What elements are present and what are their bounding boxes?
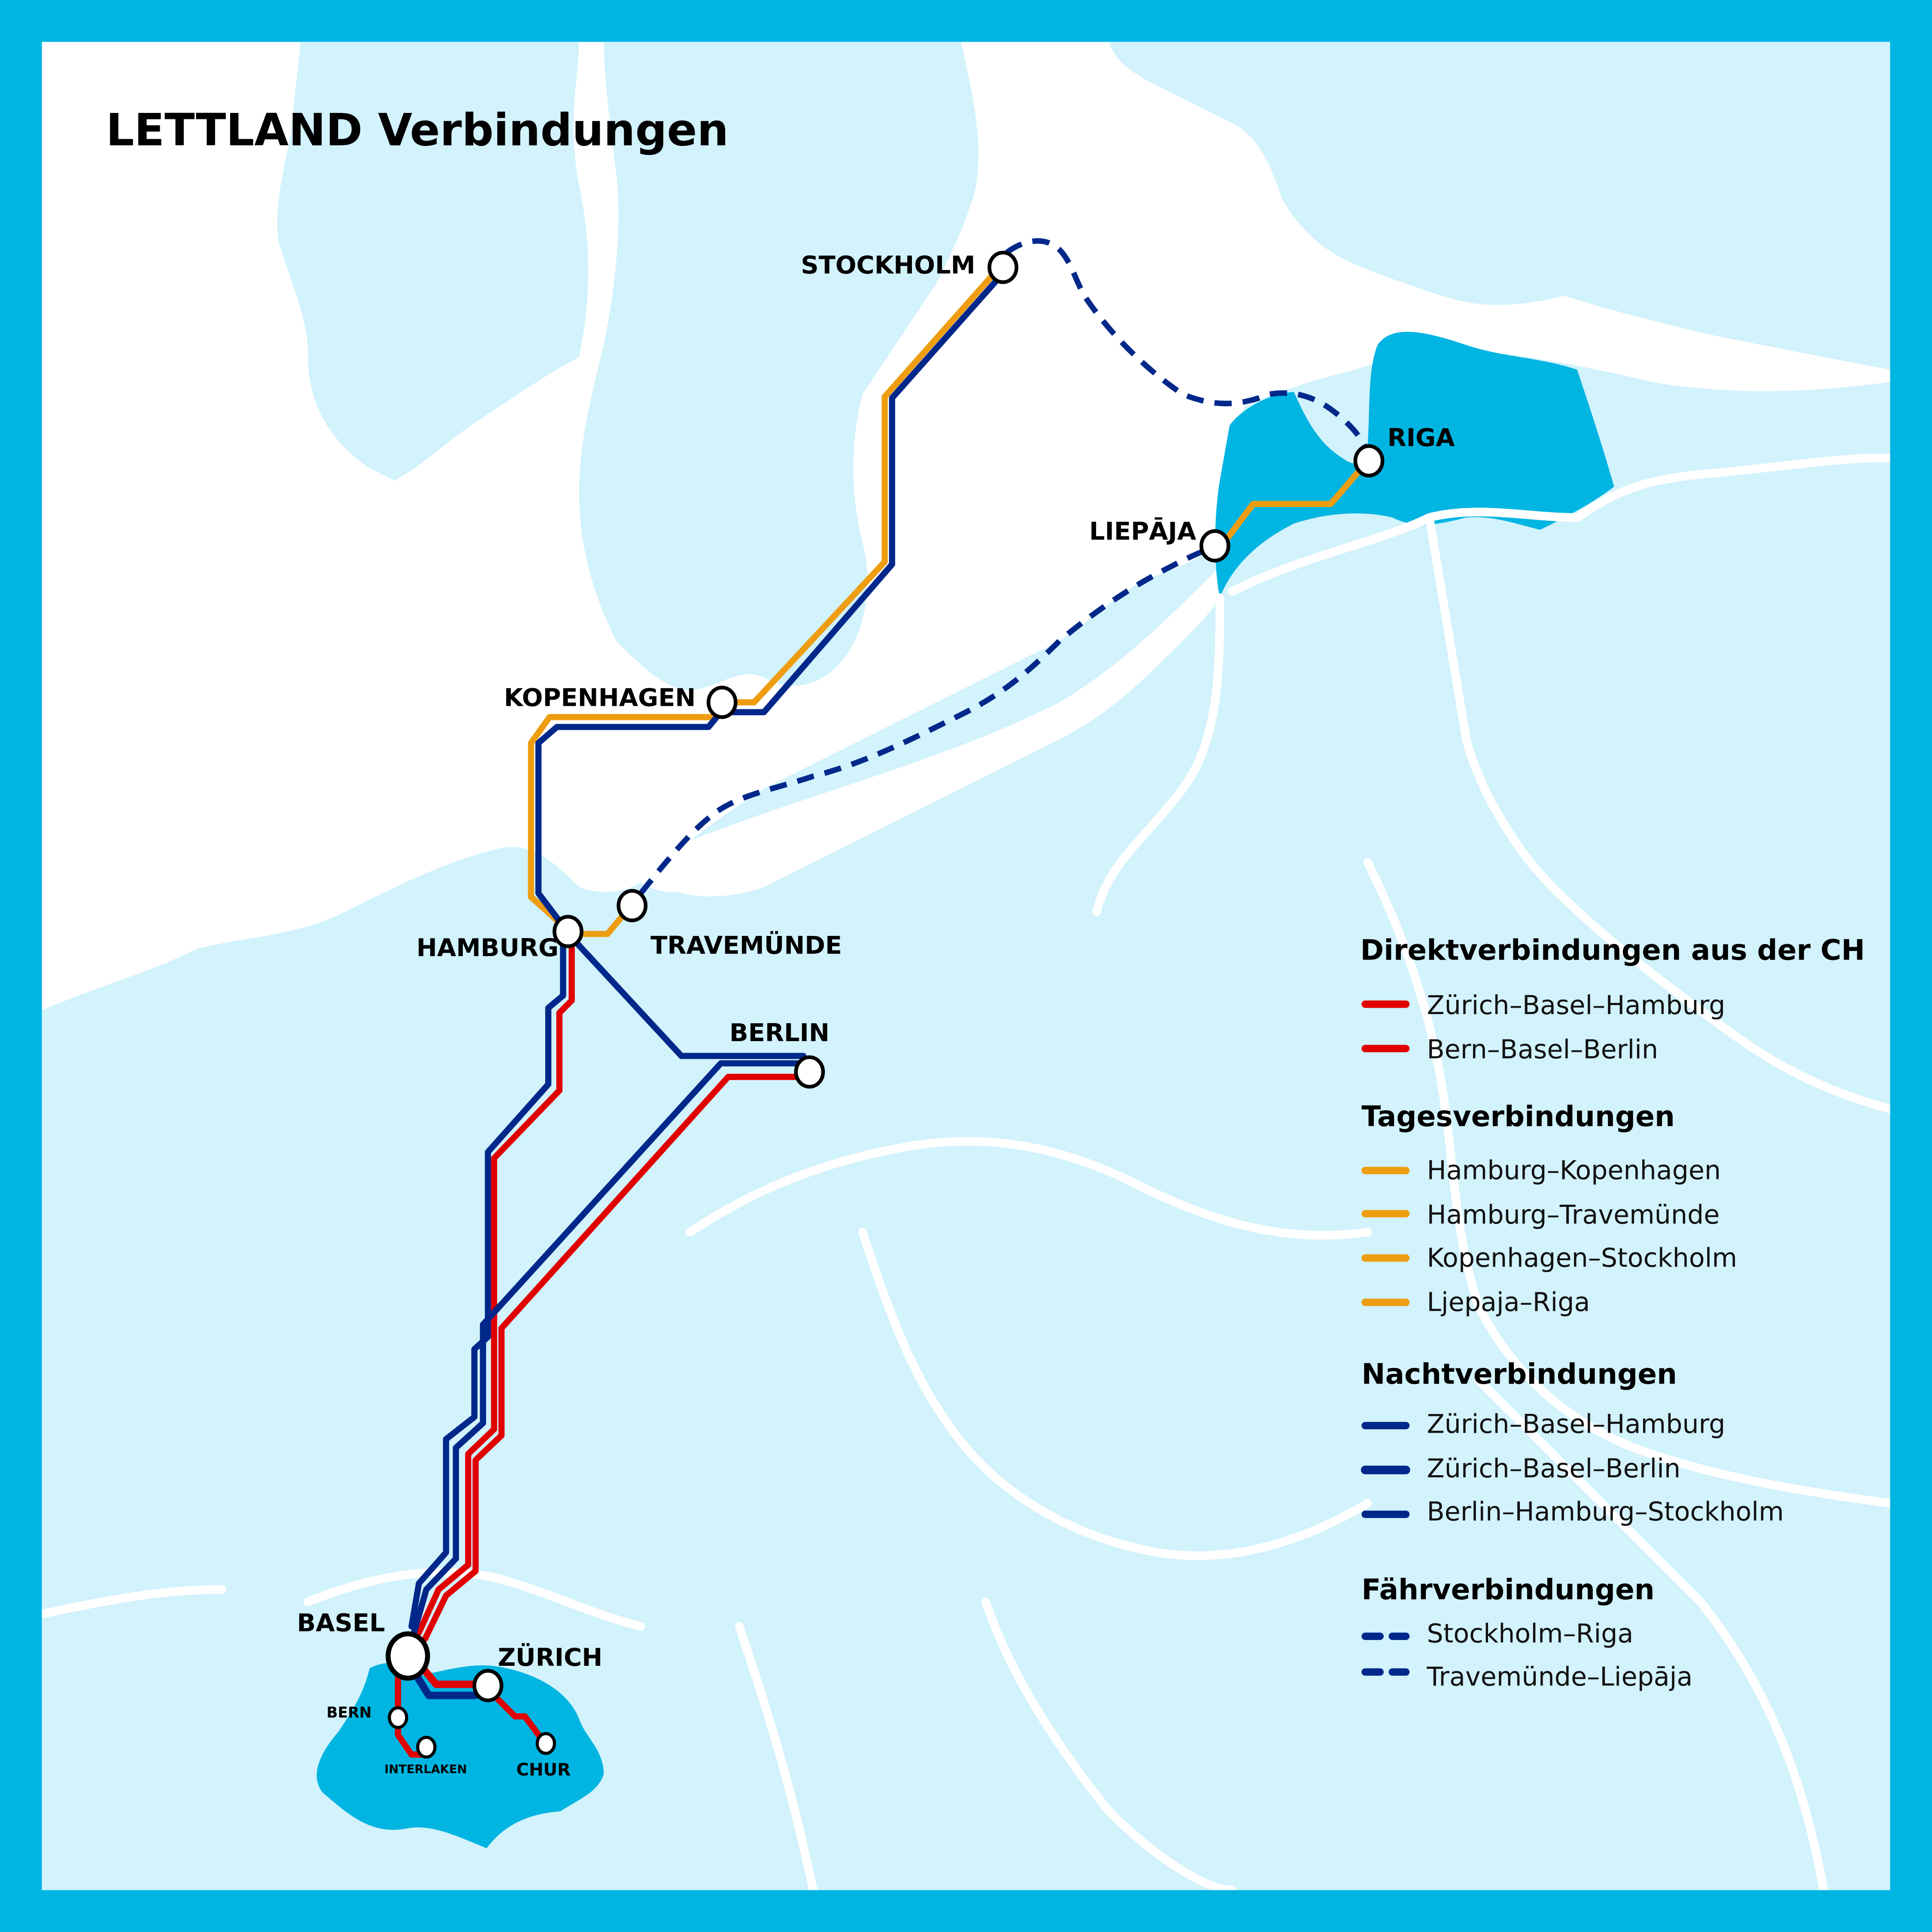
label-basel: BASEL <box>297 1609 385 1637</box>
page-title: LETTLAND Verbindungen <box>106 105 729 156</box>
legend-item: Travemünde–Liepāja <box>1426 1662 1692 1692</box>
legend-item: Zürich–Basel–Berlin <box>1427 1454 1680 1484</box>
land-finland <box>1109 42 1890 370</box>
route-hamburg-travemuende-day <box>571 908 629 937</box>
label-zuerich: ZÜRICH <box>498 1643 602 1672</box>
label-bern: BERN <box>327 1704 372 1722</box>
land-scandinavia-west <box>277 42 589 481</box>
ferry-travemuende-liepaja <box>638 544 1214 895</box>
sea-baltic-south <box>641 567 1223 896</box>
label-kopenhagen: KOPENHAGEN <box>504 683 696 712</box>
legend-heading-ferry: Fährverbindungen <box>1361 1573 1655 1606</box>
label-interlaken: INTERLAKEN <box>384 1763 467 1776</box>
legend-heading-night: Nachtverbindungen <box>1361 1358 1677 1391</box>
legend-item: Hamburg–Kopenhagen <box>1427 1155 1721 1185</box>
legend-item: Zürich–Basel–Hamburg <box>1427 990 1725 1021</box>
ferry-stockholm-riga <box>1005 238 1372 462</box>
station-bern[interactable] <box>388 1706 408 1729</box>
label-stockholm: STOCKHOLM <box>801 251 975 279</box>
route-basel-zuerich-night <box>409 1666 480 1699</box>
station-chur[interactable] <box>535 1732 556 1755</box>
legend-item: Stockholm–Riga <box>1427 1619 1633 1649</box>
station-labels: STOCKHOLM KOPENHAGEN HAMBURG TRAVEMÜNDE … <box>297 251 1455 1780</box>
station-berlin[interactable] <box>794 1055 825 1089</box>
legend-item: Bern–Basel–Berlin <box>1427 1035 1658 1065</box>
land-sweden <box>579 42 979 690</box>
station-zuerich[interactable] <box>472 1669 504 1702</box>
legend-item: Zürich–Basel–Hamburg <box>1427 1410 1725 1440</box>
route-kopenhagen-stockholm-day <box>724 273 995 706</box>
route-zuerich-basel-berlin-night <box>411 1060 807 1636</box>
label-berlin: BERLIN <box>729 1018 829 1047</box>
route-berlin-hamburg-stockholm-night <box>535 273 1004 1059</box>
label-hamburg: HAMBURG <box>416 933 559 962</box>
label-travemuende: TRAVEMÜNDE <box>650 931 842 960</box>
stations <box>386 251 1385 1759</box>
station-stockholm[interactable] <box>987 251 1018 284</box>
label-riga: RIGA <box>1388 423 1455 452</box>
station-basel[interactable] <box>386 1631 430 1681</box>
route-zuerich-chur-direct <box>489 1691 545 1743</box>
station-riga[interactable] <box>1353 444 1385 478</box>
switzerland-highlight <box>316 1663 604 1848</box>
legend-item: Hamburg–Travemünde <box>1427 1200 1719 1230</box>
legend-heading-day: Tagesverbindungen <box>1361 1100 1675 1133</box>
legend: Direktverbindungen aus der CH Zürich–Bas… <box>1360 934 1865 1692</box>
legend-item: Kopenhagen–Stockholm <box>1427 1243 1737 1273</box>
station-travemuende[interactable] <box>617 889 648 923</box>
label-chur: CHUR <box>516 1760 571 1780</box>
route-liepaja-riga-day <box>1217 465 1365 552</box>
station-hamburg[interactable] <box>553 914 583 948</box>
route-bern-basel-berlin-direct <box>422 1074 807 1642</box>
legend-heading-direct: Direktverbindungen aus der CH <box>1360 934 1865 967</box>
sea-kattegat <box>369 647 695 892</box>
label-liepaja: LIEPĀJA <box>1089 517 1197 546</box>
route-bern-interlaken-direct <box>395 1722 427 1758</box>
latvia-highlight <box>1215 331 1614 598</box>
station-interlaken[interactable] <box>416 1735 437 1759</box>
station-liepaja[interactable] <box>1199 529 1230 563</box>
station-kopenhagen[interactable] <box>706 686 738 719</box>
geography <box>42 42 1890 1890</box>
legend-item: Berlin–Hamburg–Stockholm <box>1427 1497 1784 1527</box>
legend-item: Ljepaja–Riga <box>1427 1288 1590 1318</box>
country-borders <box>42 453 1890 1890</box>
land-continent <box>42 349 1890 1890</box>
route-zuerich-basel-hamburg-direct <box>416 936 575 1636</box>
